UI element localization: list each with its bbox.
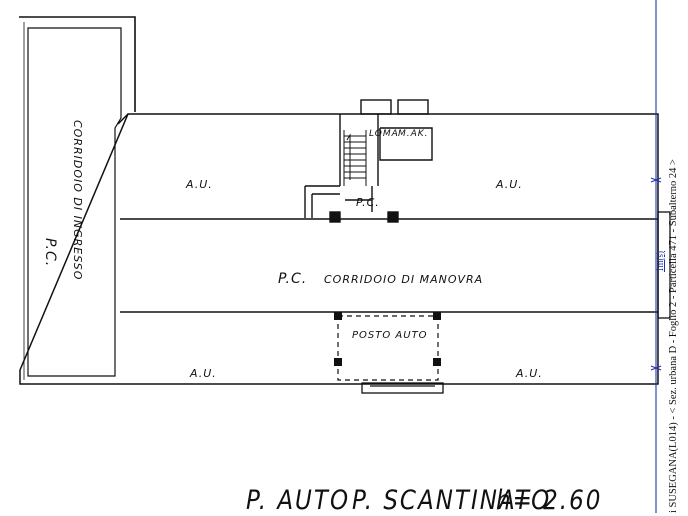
scale-mark: 1m(s) [655, 251, 665, 272]
service-core [304, 99, 433, 223]
main-corridor-walls [120, 218, 658, 313]
room-loma-label: LOMA [369, 129, 399, 139]
entry-corridor-label: CORRIDOIO DI INGRESSO [71, 120, 84, 280]
main-corridor-pc-label: P.C. [278, 271, 307, 287]
main-corridor-label: CORRIDOIO DI MANOVRA [324, 273, 483, 286]
garage-door [361, 382, 444, 394]
cadastral-reference: i SUSEGANA(L014) - < Sez. urbana D - Fog… [668, 159, 679, 513]
unit-label-bottom-right: A.U. [515, 367, 543, 380]
parking-bay [337, 315, 439, 381]
entry-pc-label: P.C. [42, 238, 58, 267]
unit-label-top-left: A.U. [185, 178, 213, 191]
side-entrance [657, 211, 671, 319]
unit-label-top-right: A.U. [495, 178, 523, 191]
staircase [343, 130, 367, 186]
central-pc-label: P.C. [356, 196, 380, 209]
unit-label-bottom-left: A.U. [189, 367, 217, 380]
sheet-border [650, 0, 662, 513]
parking-space-label: POSTO AUTO [352, 330, 428, 341]
caption-height: h= 2.60 [496, 486, 603, 516]
parking-pillars [334, 312, 441, 366]
caption-p-scantinato: P. SCANTINATO [352, 486, 552, 516]
room-mak-label: M.AK. [398, 129, 429, 139]
entry-corridor-wall [19, 16, 136, 380]
caption-p-auto: P. AUTO [246, 486, 351, 516]
building-outline [19, 113, 659, 385]
